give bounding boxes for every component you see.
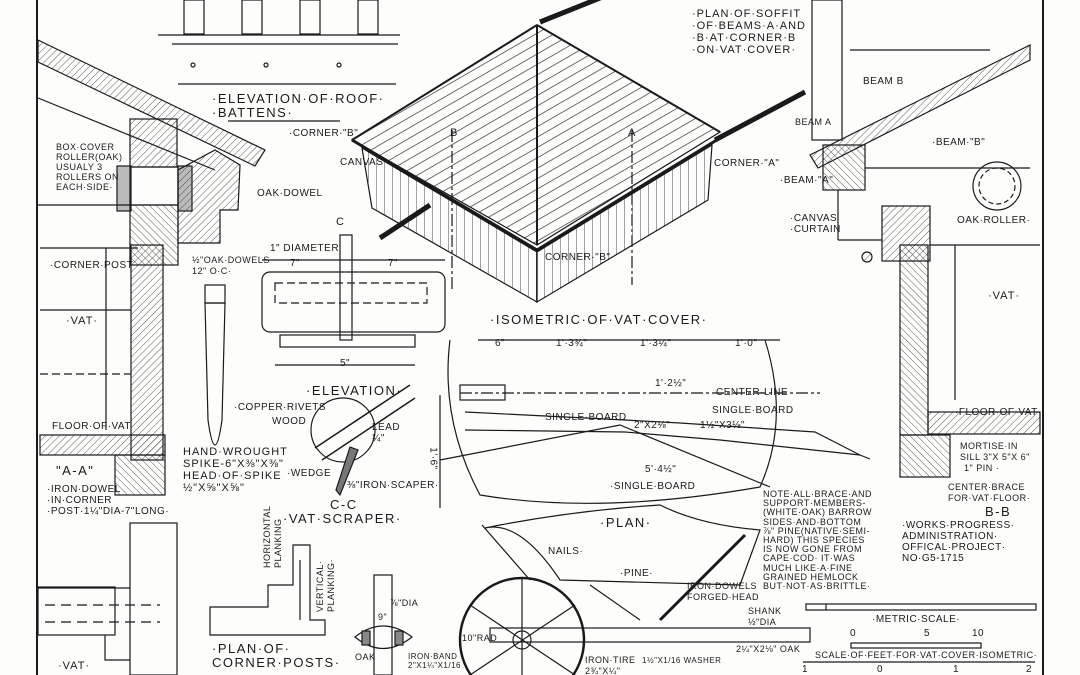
section-a-a [37, 39, 266, 496]
sheet-border [36, 0, 1044, 675]
dim-seven-left: 7" [290, 258, 301, 269]
label-oak-2x2: 2¼"x2⅛" OAK [736, 644, 801, 654]
dim-six: 6" [495, 338, 506, 349]
title-corner-posts: ·PLAN·OF· CORNER·POSTS· [212, 641, 341, 670]
feet-tick-1b: 1 [953, 664, 960, 675]
label-single-board-1: SINGLE·BOARD [545, 412, 627, 423]
label-diameter: 1" DIAMETER [270, 243, 340, 254]
label-oak-small: OAK [355, 652, 376, 662]
section-mark-c: C [336, 216, 345, 228]
section-mark-a: A [628, 127, 637, 139]
label-rad: 10"RAD [462, 633, 498, 643]
title-isometric: ·ISOMETRIC·OF·VAT·COVER· [490, 312, 708, 327]
bottom-left-vat [37, 522, 178, 675]
metric-scale-title: ·METRIC·SCALE· [872, 614, 961, 625]
label-vat-bottom: ·VAT· [58, 660, 91, 672]
title-c-c: C-C [330, 497, 358, 512]
label-canvas-curtain: ·CANVAS ·CURTAIN [790, 213, 841, 235]
wheel-hub-section [354, 574, 413, 675]
section-mark-b: B [450, 127, 459, 139]
dim-1-3-1-4: 1'·3¼" [640, 338, 672, 349]
feet-tick-2: 2 [1026, 664, 1033, 675]
label-floor-of-vat-right: ·FLOOR·OF·VAT· [955, 407, 1042, 418]
label-vat-left: ·VAT· [66, 315, 99, 327]
label-lead: LEAD ¼" [372, 422, 401, 444]
label-corner-a: CORNER·"A" [714, 158, 780, 169]
label-oak-dowel: OAK·DOWEL [257, 188, 323, 199]
title-a-a: "A-A" [56, 463, 95, 478]
label-canvas: CANVAS [340, 157, 384, 168]
label-oak-dowels: ½"OAK·DOWELS 12" O·C· [192, 255, 270, 276]
label-corner-b-left: ·CORNER·"B" [289, 128, 359, 139]
label-pine: ·PINE· [620, 568, 653, 579]
label-vat-right: ·VAT· [988, 290, 1021, 302]
scraper-elevation [261, 234, 446, 366]
label-iron-dowel: ·IRON·DOWEL ·IN·CORNER ·POST·1¼"DIA-7"LO… [47, 484, 170, 517]
label-wood: WOOD [272, 416, 307, 427]
metric-tick-0: 0 [850, 628, 857, 639]
label-corner-post: ·CORNER·POST [50, 260, 134, 271]
label-iron-band: IRON·BAND 2"x1¼"x1/16 [408, 652, 461, 670]
dim-1-6: 1'·6" [427, 447, 439, 470]
feet-tick-1a: 1 [802, 664, 809, 675]
title-elevation: ·ELEVATION· [306, 383, 403, 398]
label-wpa: ·WORKS·PROGRESS· ADMINISTRATION· OFFICAL… [902, 520, 1015, 564]
wheelbarrow-side [458, 504, 811, 675]
dim-1-0: 1'·0" [735, 338, 758, 349]
title-vat-scraper: ·VAT·SCRAPER· [283, 511, 402, 526]
label-floor-of-vat-left: FLOOR·OF·VAT [52, 421, 131, 432]
feet-scale-title: SCALE·OF·FEET·FOR·VAT·COVER·ISOMETRIC· [815, 650, 1038, 660]
label-pin: 1" PIN · [964, 463, 1000, 473]
label-mortise: MORTISE·IN SILL 3"X 5"X 6" [960, 441, 1030, 462]
label-washer: 1½"x1/16 WASHER [642, 656, 722, 665]
dim-1-3-3-4: 1'·3¾" [556, 338, 588, 349]
dim-five: 5" [340, 358, 351, 369]
isometric-vat-cover [350, 0, 807, 304]
dim-9: 9" [378, 612, 388, 622]
label-note: NOTE·ALL·BRACE·AND SUPPORT·MEMBERS- (WHI… [763, 489, 873, 592]
title-roof-battens: ·ELEVATION·OF·ROOF· ·BATTENS· [212, 91, 385, 120]
label-corner-b-bottom: CORNER·"B" [545, 252, 611, 263]
feet-tick-0: 0 [877, 664, 884, 675]
label-iron-dowels: IRON·DOWELS FORGED·HEAD [687, 581, 760, 602]
label-hand-wrought-spike: HAND·WROUGHT SPIKE-6"x⅜"x⅜" HEAD·OF·SPIK… [183, 446, 288, 494]
label-single-board-3: ·SINGLE·BOARD [610, 481, 696, 492]
label-nails: NAILS· [548, 546, 584, 557]
label-copper-rivets: ·COPPER·RIVETS [234, 402, 327, 413]
label-dia-7-8: ⅞"DIA [390, 598, 419, 608]
label-box-cover: BOX·COVER ROLLER(OAK) USUALY 3 ROLLERS O… [56, 142, 123, 192]
label-beam-b: BEAM B [863, 76, 904, 87]
label-horizontal-planking: HORIZONTAL PLANKING [262, 505, 283, 568]
label-vertical-planking: VERTICAL· PLANKING· [315, 558, 336, 612]
label-iron-tire: IRON·TIRE 2¾"x¼" [585, 655, 636, 675]
dim-seven-right: 7" [388, 258, 399, 269]
metric-tick-10: 10 [972, 628, 985, 639]
label-single-board-2: SINGLE·BOARD [712, 405, 794, 416]
label-center-line: CENTER·LINE [716, 387, 789, 398]
label-shank: SHANK ½"DIA [748, 606, 782, 627]
label-iron-scraper: ⅜"IRON·SCAPER· [347, 480, 439, 491]
barrow-plan [439, 339, 871, 508]
dim-5-4: 5'·4½" [645, 464, 677, 475]
title-b-b: B-B [985, 504, 1012, 519]
spike [204, 284, 226, 446]
section-b-b [809, 0, 1041, 478]
label-oak-roller: OAK·ROLLER· [957, 215, 1031, 226]
scraper-section-c-c [310, 384, 416, 497]
dim-1x3: 1½"x3⅛" [700, 420, 746, 431]
label-beam-a-top: BEAM A [795, 117, 832, 127]
label-beam-a-quoted: ·BEAM·"A" [780, 175, 834, 186]
label-center-brace: CENTER·BRACE FOR·VAT·FLOOR· [948, 482, 1031, 503]
roof-battens-elevation [158, 0, 400, 122]
title-soffit-plan: ·PLAN·OF·SOFFIT ·OF·BEAMS·A·AND ·B·AT·CO… [692, 8, 806, 56]
dim-2x2: 2"x2⅛" [634, 420, 671, 431]
metric-tick-5: 5 [924, 628, 931, 639]
corner-posts-plan [209, 544, 326, 636]
label-beam-b-quoted: ·BEAM·"B" [932, 137, 986, 148]
label-wedge: ·WEDGE [287, 468, 332, 479]
dim-1-2-1-2: 1'·2½" [655, 378, 687, 389]
title-plan: ·PLAN· [600, 515, 652, 530]
scale-bars [803, 603, 1037, 663]
